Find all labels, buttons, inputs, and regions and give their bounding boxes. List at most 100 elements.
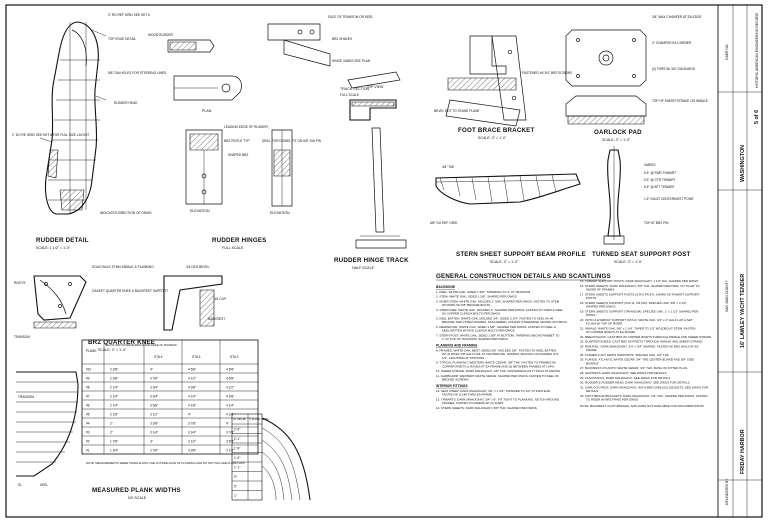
svg-text:SL: SL — [18, 483, 22, 487]
svg-text:DELINEATED BY: DELINEATED BY — [725, 478, 729, 505]
turned-seat-post-title: TURNED SEAT SUPPORT POST — [592, 251, 691, 258]
table-cell: #5 — [86, 413, 90, 417]
transom-offsets: HT ABV BL ½ PLANK SEAM 2'-6"2'-1"1'-9"1'… — [231, 413, 311, 501]
schedule-item: KEEL BATTEN W/ ROD CLENCH BOLTS PER DWGS — [442, 329, 515, 333]
table-cell: 1 7/8" — [110, 440, 118, 444]
svg-text:TRANSOM: TRANSOM — [18, 395, 34, 399]
table-cell: #7 — [86, 395, 90, 399]
schedule-heading: PLANKING AND FRAMING — [436, 344, 478, 348]
schedule-item: 11. GARBOARD: WESTERN WHITE CEDAR, SHAPE… — [436, 374, 559, 378]
svg-text:SCALE: 1 1/2" = 1'-0": SCALE: 1 1/2" = 1'-0" — [36, 246, 71, 250]
table-cell: #2 — [86, 440, 90, 444]
schedule-item: FRAME — [586, 348, 597, 352]
svg-text:BACKREST: BACKREST — [208, 317, 225, 321]
schedule-item: 31. OARLOCK PADS: DARK MAHOGANY, WITH BR… — [580, 385, 709, 389]
schedule-item: 9. TYPICAL PLANKING: WESTERN WHITE CEDAR… — [436, 361, 556, 365]
table-cell: 4 1/2" — [226, 386, 234, 390]
schedule-item: 6. DEADWOOD: WHITE OAK, SIDED 1 5/8". SH… — [436, 325, 556, 329]
schedule-item: 5. KEEL BATTEN: WHITE OAK, MOLDED 3/4", … — [436, 317, 553, 321]
brz-quarter-knee: SOLID BULK STMN INWALE & PLANKING GASKET… — [14, 265, 226, 352]
table-cell: 3 1/4" — [150, 431, 158, 435]
svg-text:TRANSOM: TRANSOM — [14, 335, 30, 339]
table-cell: #3 — [86, 431, 90, 435]
title-block: 16' LAWLEY YACHT TENDER WASHINGTON FRIDA… — [717, 4, 763, 518]
table-cell: 4 1/8" — [188, 404, 196, 408]
schedule-item: 1. KEEL: WHITE OAK, SIDED 1 5/8", TAPERI… — [436, 290, 531, 294]
svg-text:FACE OF TRANSOM OR KEEL: FACE OF TRANSOM OR KEEL — [328, 15, 373, 19]
svg-text:BEVEL BOT TO STAND PLANE: BEVEL BOT TO STAND PLANE — [434, 109, 480, 113]
schedule-item: 12. SEAT RISER: DARK MAHOGANY, 3/4" x 1 … — [436, 389, 551, 393]
agency-name: HISTORIC AMERICAN ENGINEERING RECORD — [755, 12, 759, 88]
sheet-number: 5 of 6 — [754, 110, 760, 124]
svg-text:SHAPED BRZ: SHAPED BRZ — [228, 153, 248, 157]
schedule-item: W/ COPPER CLENCH BOLTS PER DWGS — [442, 312, 500, 316]
oarlock-pad: 3/4" WAX CHAMFER AT EA EDGE 3" CHAMFER E… — [565, 15, 708, 142]
table-cell: 2 1/8" — [110, 413, 118, 417]
table-cell: #4 — [86, 422, 90, 426]
svg-text:HT ABV BL: HT ABV BL — [233, 417, 247, 421]
svg-text:TOP EDGE DETAIL: TOP EDGE DETAIL — [108, 37, 136, 41]
schedule-item: 2. STEM: WHITE OAK, SIDED 1 5/8", SHAPED… — [436, 295, 517, 299]
plank-width-table: PLANK PLANK WIDTHS MEASURED ALONG EDGE O… — [81, 339, 259, 455]
stern-sheet-beam: 3/4" TAK 5/8" DO REF GRID STERN SHEET SU… — [430, 165, 586, 264]
table-cell: 3 3/4" — [150, 386, 158, 390]
offset-cell: 1'-1" — [234, 466, 240, 470]
measured-plank-widths-title: MEASURED PLANK WIDTHS — [92, 487, 181, 494]
schedule-item: 21. INWALE: WHITE OAK, 5/8" x 1 1/4". TA… — [580, 326, 695, 330]
plank-table-note: NOTE: MEASUREMENTS WERE TAKEN ALONG THE … — [86, 461, 245, 465]
svg-text:FULL SCALE: FULL SCALE — [340, 93, 359, 97]
schedule-item: 27. BACKREST: ATLANTIC WHITE CEDAR, 3/4"… — [580, 366, 688, 370]
table-cell: #10 — [86, 368, 92, 372]
svg-text:3/4" TAK: 3/4" TAK — [442, 165, 455, 169]
schedule-item: POSTS — [586, 296, 596, 300]
svg-text:(4) THRS W/ 3/4" DIA BUNGS: (4) THRS W/ 3/4" DIA BUNGS — [652, 67, 695, 71]
svg-text:3/4 CLIP: 3/4 CLIP — [214, 297, 226, 301]
schedule-item: DWGS — [586, 313, 595, 317]
col-header-sta3: STA 3 — [230, 355, 239, 359]
table-cell: 4 3/8" — [226, 395, 234, 399]
oarlock-pad-title: OARLOCK PAD — [594, 129, 642, 136]
svg-text:SOLID BULK STMN INWALE & PLANK: SOLID BULK STMN INWALE & PLANKING — [92, 265, 154, 269]
svg-text:LEADING EDGE OF RUDDER: LEADING EDGE OF RUDDER — [224, 125, 268, 129]
table-cell: 4" — [188, 413, 191, 417]
table-cell: 2 1/4" — [110, 386, 118, 390]
table-cell: 3 7/8" — [150, 377, 158, 381]
svg-text:SCALE: 3" = 1'-0": SCALE: 3" = 1'-0" — [478, 136, 507, 140]
svg-text:HALF SCALE: HALF SCALE — [352, 266, 375, 270]
project-title: 16' LAWLEY YACHT TENDER — [740, 274, 746, 348]
rudder-detail: 3" RO REF GRID SEE SHT 6 TOP EDGE DETAIL… — [12, 13, 166, 250]
svg-text:HINGE VANES SEE PLAN: HINGE VANES SEE PLAN — [332, 59, 371, 63]
rudder-hinge-track: FACE OF TRANSOM OR KEEL BRZ SHAVES HINGE… — [267, 15, 409, 270]
schedule-heading: INTERIOR FITTINGS — [436, 384, 468, 388]
county-name: FRIDAY HARBOR — [740, 429, 746, 474]
schedule-item: W/ (1) RIVET OR GALV NAIL AT CENTERLINE.… — [442, 352, 559, 356]
schedule-item: FRAMES. FASTEN TO RISERS W/ (2) FHWS — [442, 401, 503, 405]
svg-text:VARIES: VARIES — [644, 163, 655, 167]
table-cell: 1 3/4" — [110, 449, 118, 453]
table-cell: 3 1/2" — [188, 440, 196, 444]
table-cell: 3 1/2" — [150, 413, 158, 417]
foot-brace-bracket-title: FOOT BRACE BRACKET — [458, 127, 534, 134]
table-cell: 2 7/8" — [150, 449, 158, 453]
schedule-item: 3. INNER STEM: WHITE OAK, MOLDED 1" MIN,… — [436, 300, 560, 304]
col-header-plank: PLANK — [86, 349, 97, 353]
svg-text:SCALE: 3" = 1'-0": SCALE: 3" = 1'-0" — [614, 260, 643, 264]
svg-text:6.5" @ FWD THWART: 6.5" @ FWD THWART — [644, 171, 676, 175]
table-cell: 4" — [150, 368, 153, 372]
table-cell: 3 3/4" — [188, 431, 196, 435]
schedule-item: FASTEN W/ (1) #8 THRU EA FRAME — [442, 393, 492, 397]
schedule-item: BOARDS — [586, 361, 599, 365]
schedule-item: BRONZE THRU STEM FRAMES, STAGGERED, UNLE… — [442, 320, 567, 324]
schedule-note: NOTE: BACKREST, FOOT BRACES, AND OARS NO… — [580, 404, 704, 408]
schedule-item: 16. STERN SHEETS: DARK MAHOGANY, 5/8" TH… — [580, 284, 700, 288]
schedule-item: FLUSH W/ TOP OF RISER — [586, 322, 623, 326]
svg-text:PLAN: PLAN — [202, 109, 212, 113]
offset-cell: 1" — [234, 494, 237, 498]
table-cell: 3 5/8" — [150, 404, 158, 408]
schedule-item: 25. FLARED & AFT GRIPS SUPPORTS: SPECIES… — [580, 353, 669, 357]
svg-text:TOP OF SHEER STRAKE ON INWALE: TOP OF SHEER STRAKE ON INWALE — [652, 99, 708, 103]
table-cell: 4 1/4" — [188, 395, 196, 399]
table-cell: 3 3/4" — [150, 395, 158, 399]
svg-text:TOP VIEW: TOP VIEW — [366, 85, 384, 89]
schedule-item: 24. RUB RAIL: DARK MAHOGANY, 3/4" x 3/4"… — [580, 344, 699, 348]
